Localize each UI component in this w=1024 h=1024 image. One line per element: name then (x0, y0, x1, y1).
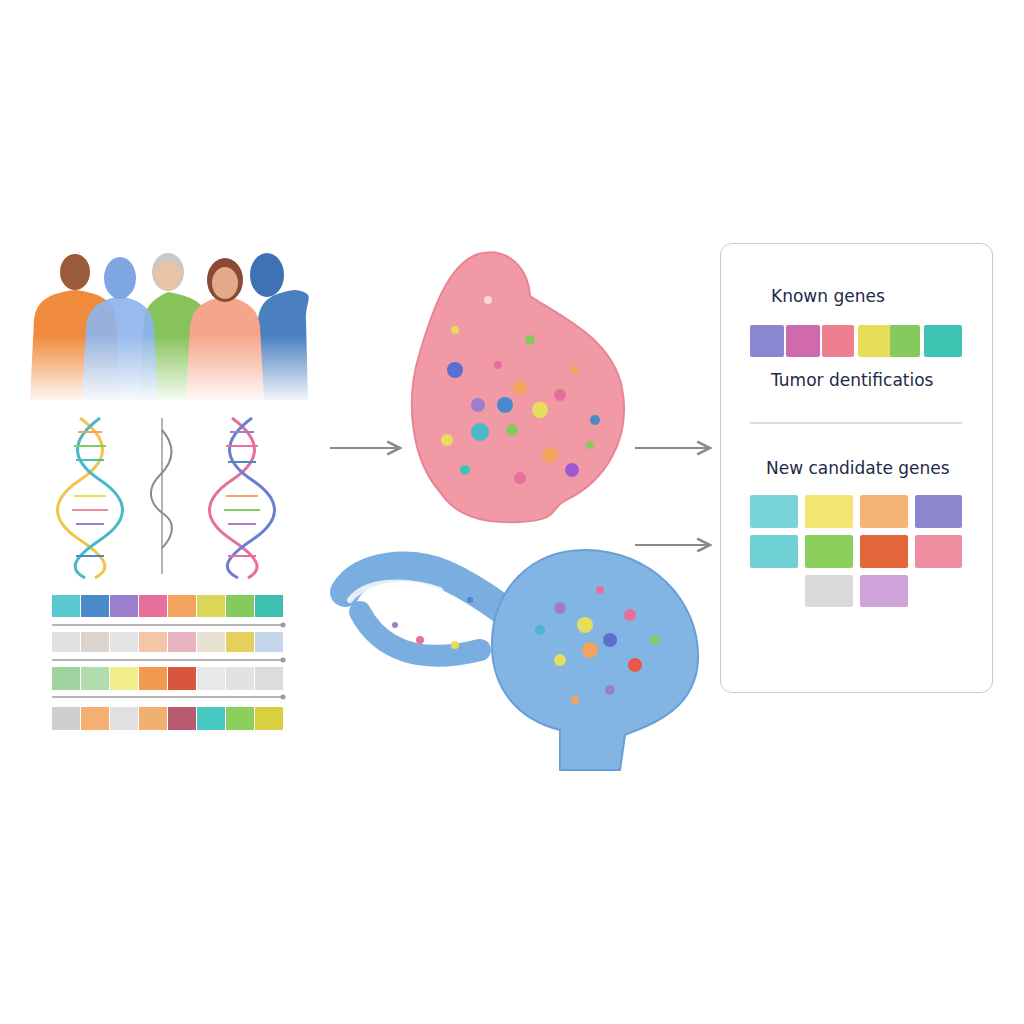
gene-swatch (750, 535, 798, 568)
panel-note: Tumor dentificatios (771, 370, 933, 390)
gene-swatch (860, 535, 908, 568)
gene-swatch (858, 325, 892, 357)
gene-swatch (860, 495, 908, 528)
gene-swatch (924, 325, 962, 357)
dna-helices (58, 418, 275, 578)
gene-swatch (805, 495, 853, 528)
panel-heading: New candidate genes (766, 458, 950, 478)
gene-swatch (750, 495, 798, 528)
people-group (30, 253, 309, 400)
gene-swatch (786, 325, 820, 357)
sequence-bars (52, 595, 286, 730)
gene-swatch (915, 535, 962, 568)
gene-swatch (805, 535, 853, 568)
tumor-organ (412, 252, 624, 522)
uterus-organ (345, 550, 698, 770)
divider-line (750, 422, 962, 424)
gene-swatch (750, 325, 784, 357)
results-panel: Known genesTumor dentificatiosNew candid… (720, 243, 993, 693)
gene-swatch (860, 575, 908, 607)
gene-swatch (805, 575, 853, 607)
panel-heading: Known genes (771, 286, 885, 306)
gene-swatch (822, 325, 854, 357)
gene-swatch (890, 325, 920, 357)
gene-swatch (915, 495, 962, 528)
